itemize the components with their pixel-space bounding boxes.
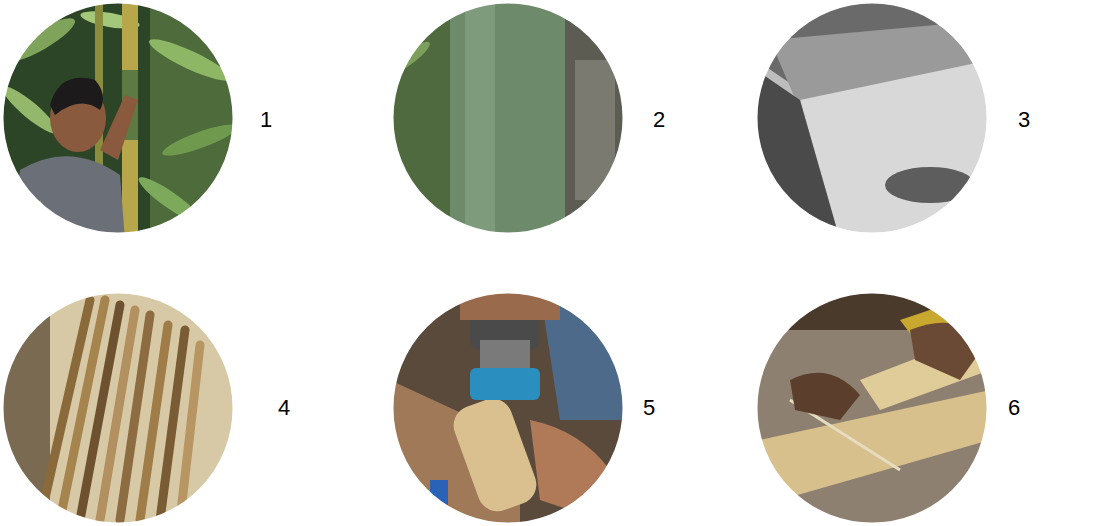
chevron-shape [615, 5, 760, 235]
step-chevron: 6 [980, 293, 1108, 523]
chevron-shape [615, 293, 760, 523]
step-chevron: 1 [226, 5, 376, 235]
photo-border [2, 2, 988, 524]
chevron-shape [980, 293, 1108, 523]
chevron-fill [615, 5, 760, 235]
step-number: 1 [260, 108, 272, 132]
step-chevron: 3 [980, 5, 1108, 235]
step-number: 6 [1008, 396, 1020, 420]
chevron-fill [226, 5, 376, 235]
chevron-fill [980, 5, 1108, 235]
chevron-shape [980, 5, 1108, 235]
chevron-shape [226, 5, 376, 235]
dried-bamboo-photo [0, 290, 240, 526]
bamboo-stalk-photo [376, 0, 630, 240]
step-chevron: 4 [226, 293, 376, 523]
chevron-fill [615, 293, 760, 523]
step-number: 4 [278, 396, 290, 420]
chevron-fill [226, 293, 376, 523]
assembly-photo [750, 290, 1000, 526]
metal-tank-photo [750, 0, 1000, 240]
step-number: 2 [653, 108, 665, 132]
step-chevron: 5 [615, 293, 760, 523]
chevron-fill [980, 293, 1108, 523]
step-number: 3 [1018, 108, 1030, 132]
step-number: 5 [643, 396, 655, 420]
bamboo-grove-photo [0, 0, 240, 240]
chevron-shape [226, 293, 376, 523]
step-chevron: 2 [615, 5, 760, 235]
drilling-photo [390, 290, 630, 526]
